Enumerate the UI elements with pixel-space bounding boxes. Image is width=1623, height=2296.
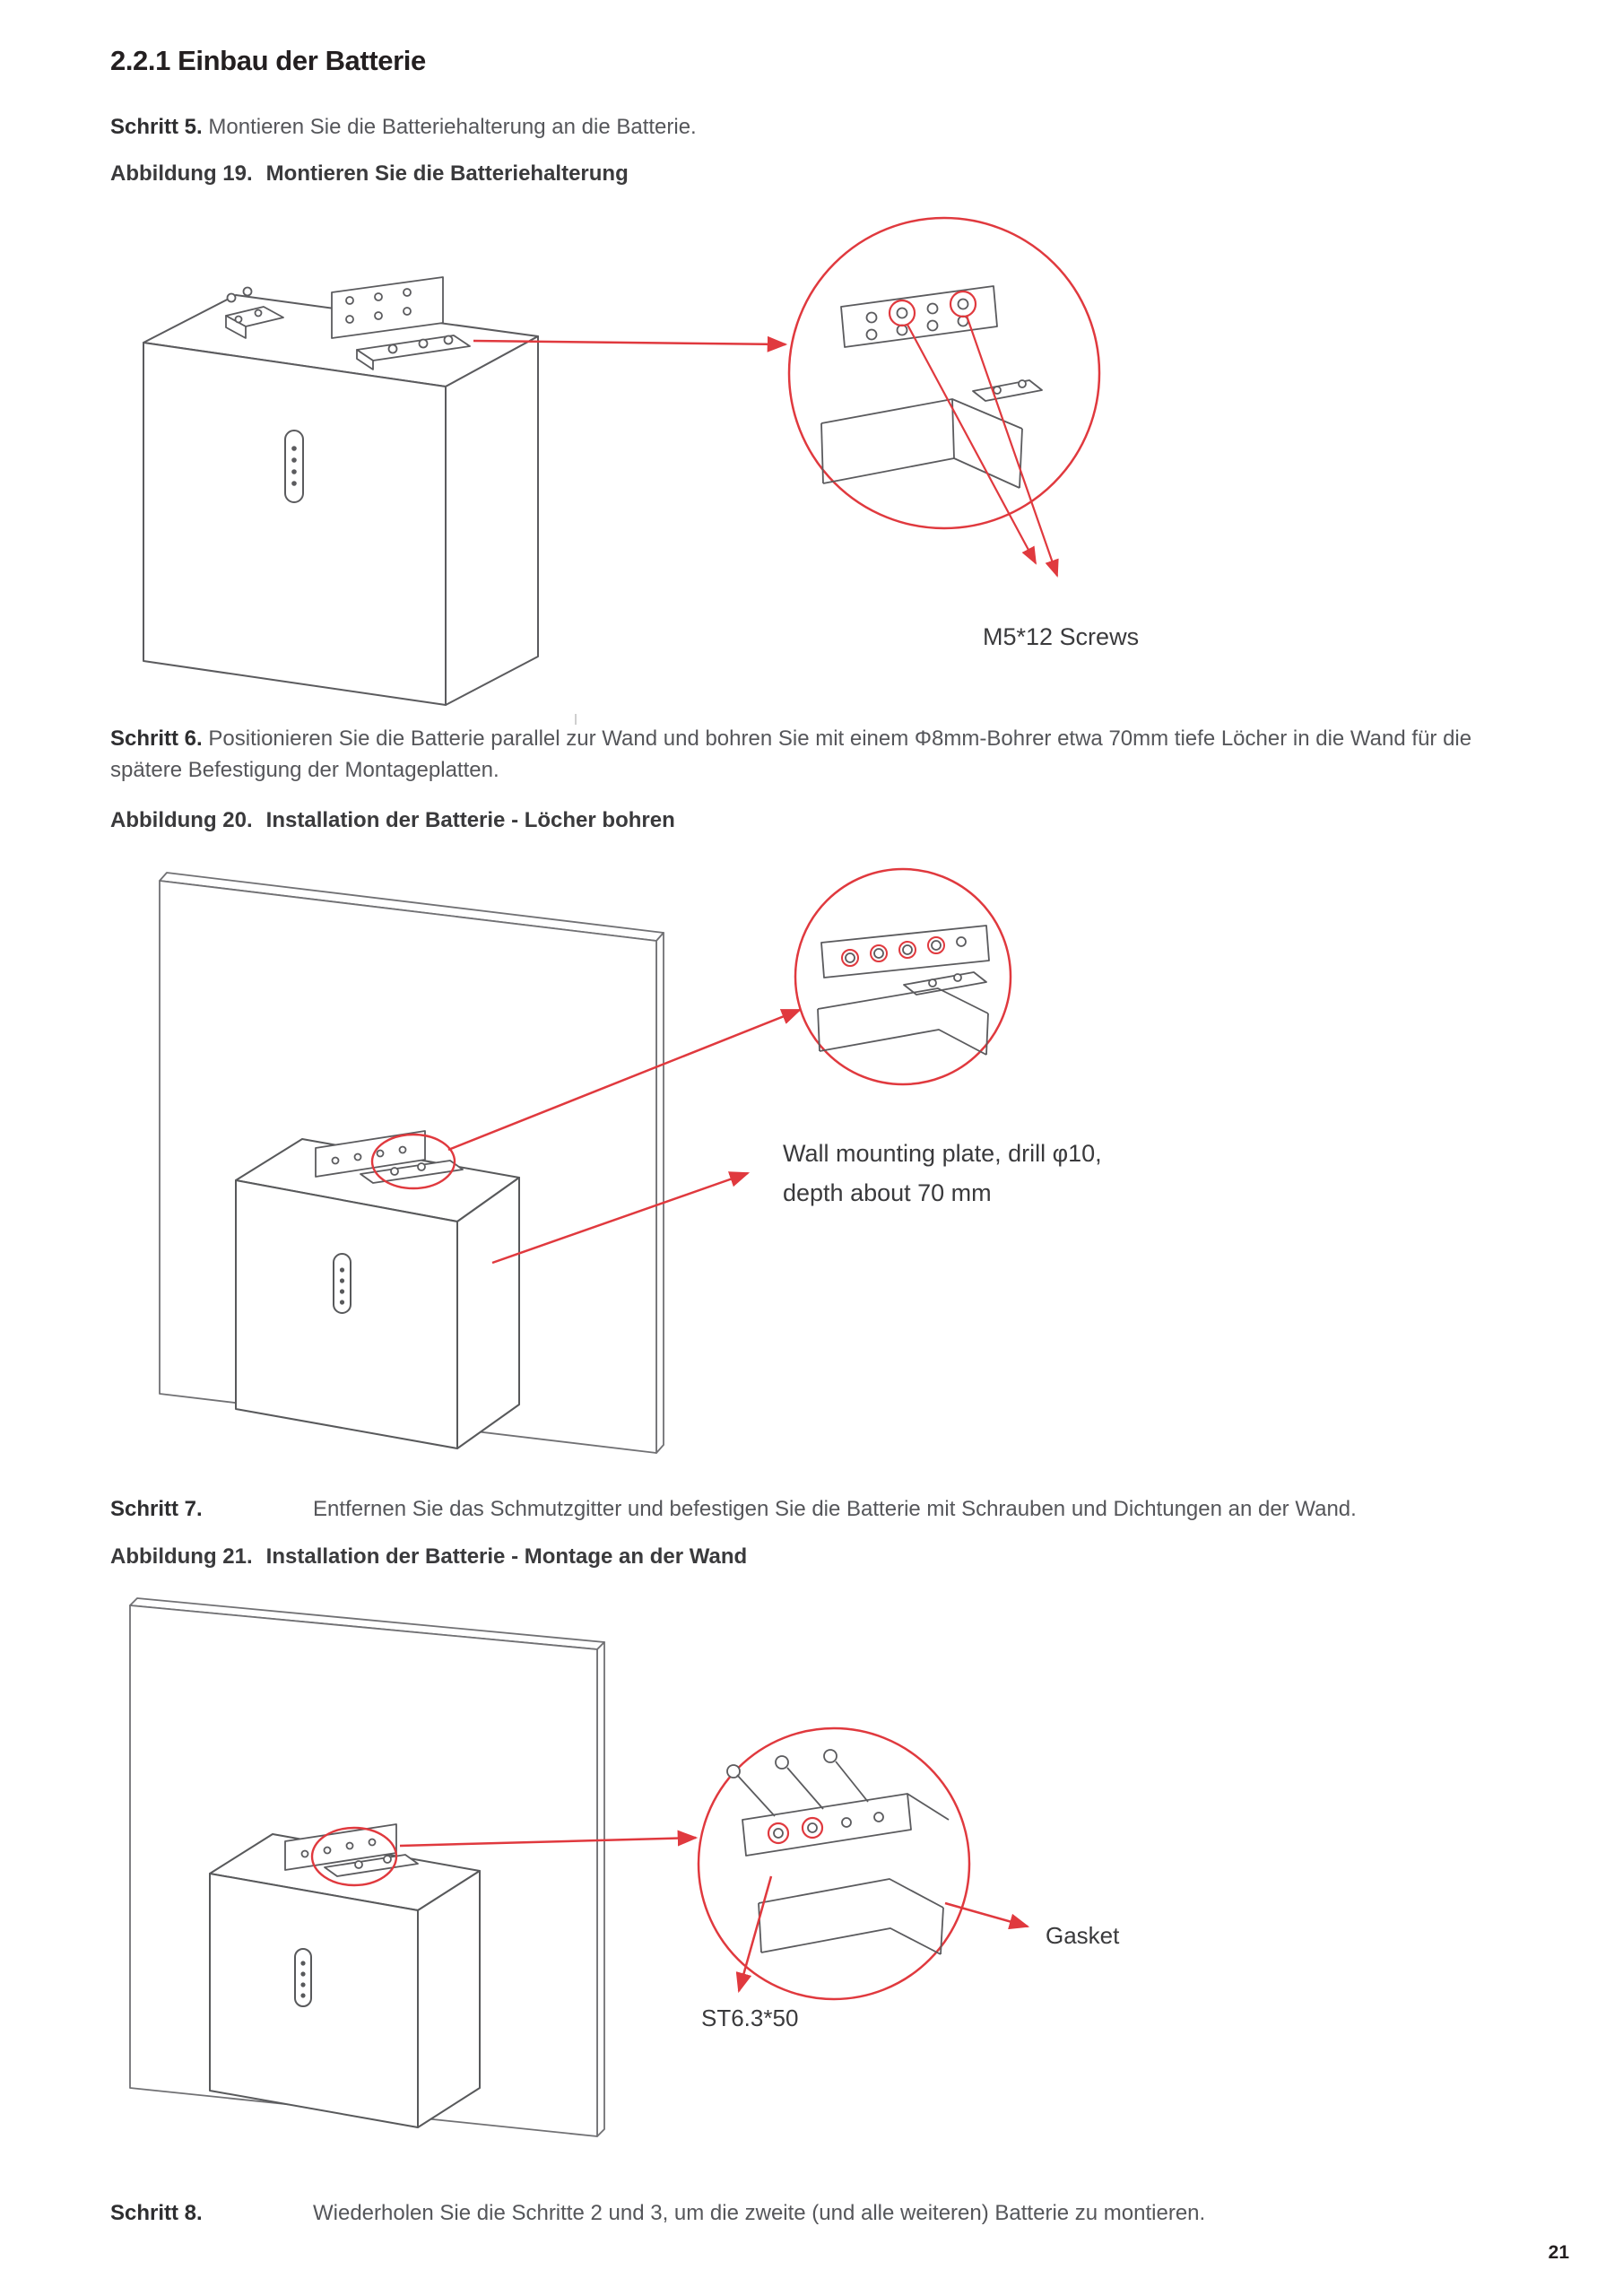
label-wall-mounting-line2: depth about 70 mm — [783, 1179, 992, 1206]
battery-control-panel — [284, 430, 304, 503]
gasket-highlight — [801, 1816, 824, 1839]
mounting-brackets — [315, 1130, 464, 1184]
screw-arrow — [965, 315, 1059, 578]
label-screw-type: ST6.3*50 — [701, 2005, 798, 2031]
step-8-label: Schritt 8. — [110, 2201, 203, 2225]
battery-illustration — [209, 1833, 481, 2128]
step-5-text: Montieren Sie die Batteriehalterung an d… — [208, 115, 697, 139]
leader-arrow-to-zoom — [473, 335, 788, 352]
bracket-highlight — [310, 1826, 398, 1887]
step-6: Schritt 6. Positionieren Sie die Batteri… — [110, 723, 1516, 786]
step-5: Schritt 5. Montieren Sie die Batteriehal… — [110, 111, 1518, 143]
step-7: Schritt 7. Entfernen Sie das Schmutzgitt… — [110, 1493, 1520, 1525]
step-5-label: Schritt 5. — [110, 115, 203, 139]
step-7-text: Entfernen Sie das Schmutzgitter und befe… — [313, 1497, 1357, 1521]
zoom-circle — [697, 1726, 971, 2001]
label-m5-screws: M5*12 Screws — [983, 623, 1139, 650]
hole-highlight — [898, 941, 916, 959]
leader-arrow-screw — [735, 1875, 773, 1994]
zoom-circle — [794, 867, 1012, 1086]
figure-21-caption-label: Abbildung 21. — [110, 1544, 253, 1569]
step-8: Schritt 8. Wiederholen Sie die Schritte … — [110, 2197, 1520, 2229]
page-number: 21 — [1548, 2242, 1569, 2263]
screw-highlight — [888, 299, 916, 327]
screw-highlight — [949, 290, 977, 318]
figure-20-illustration: Wall mounting plate, drill φ10, depth ab… — [0, 863, 1623, 1468]
battery-control-panel — [333, 1253, 352, 1314]
hole-highlight — [841, 949, 859, 967]
figure-19-caption: Abbildung 19. Montieren Sie die Batterieh… — [110, 161, 629, 187]
figure-21-caption: Abbildung 21. Installation der Batterie -… — [110, 1544, 747, 1570]
figure-21-illustration: Gasket ST6.3*50 — [0, 1594, 1623, 2154]
step-6-label: Schritt 6. — [110, 726, 203, 751]
figure-20-svg: Wall mounting plate, drill φ10, depth ab… — [159, 867, 1102, 1454]
section-heading: 2.2.1 Einbau der Batterie — [110, 45, 426, 76]
leader-arrow-to-zoom — [447, 1008, 803, 1152]
zoom-detail — [820, 285, 1043, 489]
figure-19-svg: M5*12 Screws — [143, 216, 1139, 725]
mounting-brackets — [225, 276, 471, 370]
figure-20-caption: Abbildung 20. Installation der Batterie -… — [110, 808, 675, 833]
battery-illustration — [143, 294, 539, 706]
label-wall-mounting-line1: Wall mounting plate, drill φ10, — [783, 1140, 1102, 1167]
hole-highlight — [927, 936, 945, 954]
step-8-text: Wiederholen Sie die Schritte 2 und 3, um… — [313, 2201, 1206, 2225]
zoom-detail — [817, 925, 990, 1056]
figure-19-caption-title: Montieren Sie die Batteriehalterung — [265, 161, 629, 186]
screw-arrow — [907, 324, 1037, 565]
figure-21-svg: Gasket ST6.3*50 — [129, 1597, 1120, 2137]
bracket-highlight — [370, 1133, 456, 1190]
leader-arrow-gasket — [944, 1901, 1030, 1930]
step-7-label: Schritt 7. — [110, 1497, 203, 1521]
figure-20-caption-title: Installation der Batterie - Löcher bohre… — [265, 808, 675, 832]
figure-21-caption-title: Installation der Batterie - Montage an d… — [265, 1544, 748, 1569]
step-6-text: Positionieren Sie die Batterie parallel … — [110, 726, 1472, 782]
zoom-detail — [726, 1749, 950, 1955]
zoom-circle — [787, 216, 1101, 530]
figure-20-caption-label: Abbildung 20. — [110, 808, 253, 832]
figure-19-caption-label: Abbildung 19. — [110, 161, 253, 186]
leader-arrow-to-label — [491, 1171, 751, 1265]
battery-control-panel — [294, 1948, 312, 2007]
leader-arrow-to-zoom — [399, 1830, 699, 1848]
hole-highlight — [870, 944, 888, 962]
battery-illustration — [235, 1138, 520, 1449]
gasket-highlight — [767, 1822, 790, 1845]
figure-19-illustration: M5*12 Screws — [0, 192, 1623, 730]
label-gasket: Gasket — [1046, 1922, 1120, 1949]
